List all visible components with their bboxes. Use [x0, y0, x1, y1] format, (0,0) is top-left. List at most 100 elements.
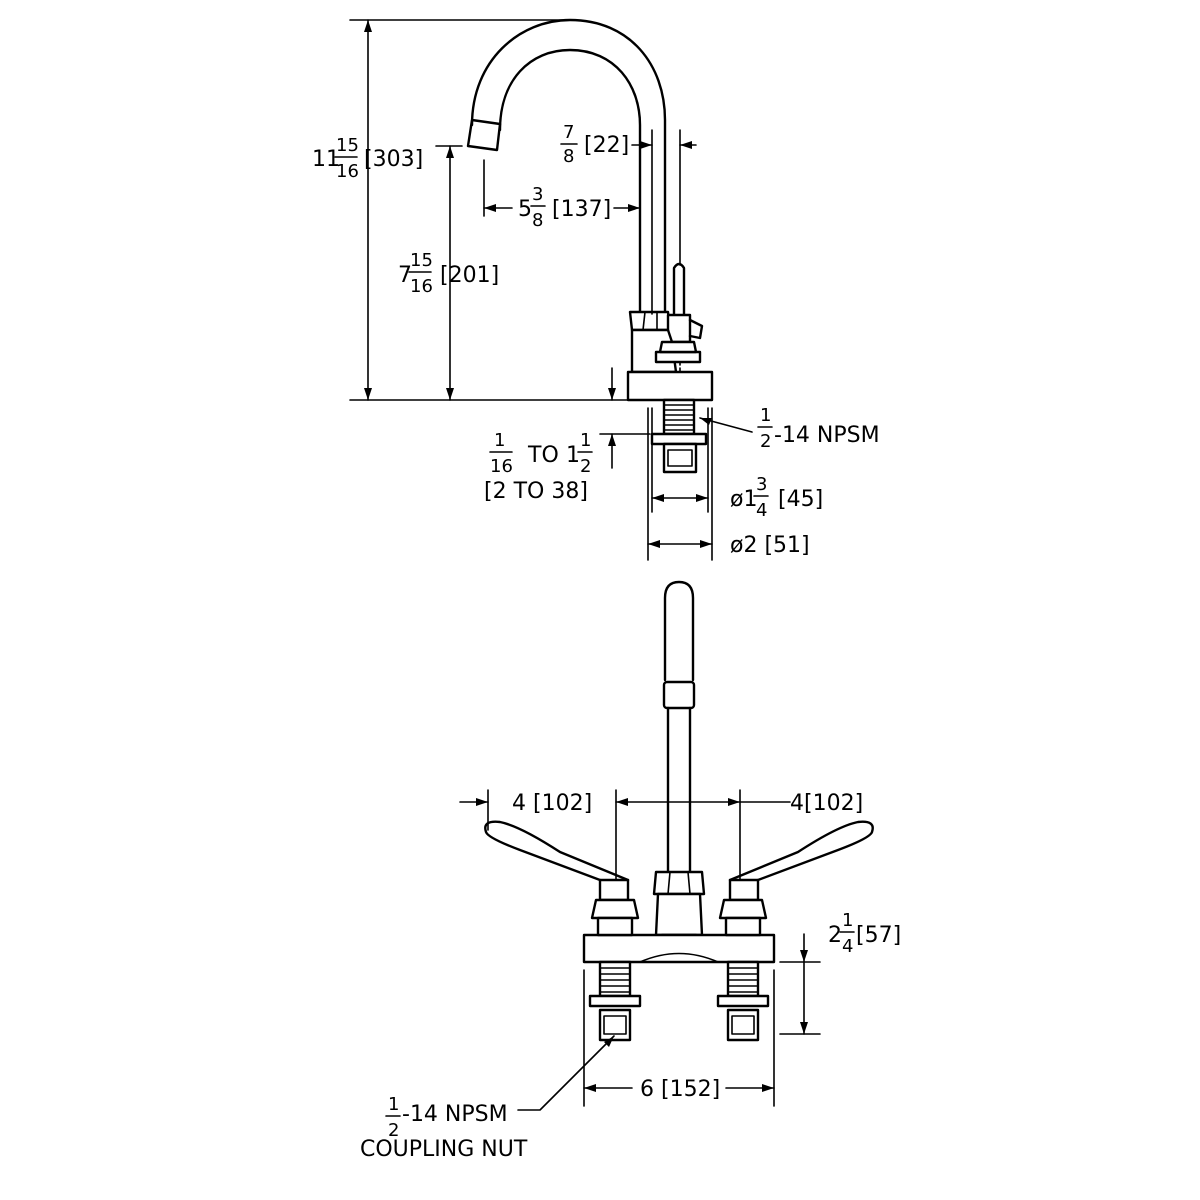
- front-spout-sleeve: [662, 680, 696, 710]
- spout-tip: [466, 118, 502, 152]
- thread-bottom-num: 1: [388, 1094, 399, 1115]
- coupling-nut-inner: [667, 449, 693, 467]
- dim-centers-label: 6 [152]: [640, 1077, 720, 1102]
- dim-reach-den: 8: [532, 210, 543, 231]
- arrow: [700, 418, 712, 425]
- right-handle: [728, 878, 760, 902]
- dim-spout-num: 15: [410, 250, 433, 271]
- right-shank-body: [726, 960, 760, 998]
- arrow: [608, 388, 616, 400]
- arrow: [680, 141, 692, 149]
- left-coupling-nut: [598, 1008, 632, 1042]
- stem-lever: [688, 318, 704, 340]
- left-shank-body: [598, 960, 632, 998]
- dim-dia-metric: [22]: [584, 133, 629, 158]
- nut-detail: [642, 311, 646, 331]
- dim-shank-whole: 2: [828, 923, 842, 948]
- arrow: [608, 434, 616, 446]
- left-coupling-nut-inner: [603, 1015, 627, 1035]
- front-view: [484, 580, 874, 1042]
- thread-top-den: 2: [760, 431, 771, 452]
- dim-left-handle-label: 4 [102]: [512, 791, 592, 816]
- bonnet: [654, 350, 702, 364]
- handle-rod: [672, 262, 686, 317]
- arrow: [364, 388, 372, 400]
- dia-inner-den: 4: [756, 500, 767, 521]
- dim-dia-num: 7: [563, 122, 574, 143]
- leader-coupling: [517, 1035, 615, 1111]
- arrow: [700, 540, 712, 548]
- dim-spout-metric: [201]: [440, 263, 499, 288]
- left-bonnet-base: [596, 916, 634, 937]
- dia-inner-metric: [45]: [778, 487, 823, 512]
- front-labels: 4 [102] 4[102] 2 1 4 [57] 6 [152] 1 2 -1…: [360, 791, 901, 1162]
- right-lock-washer: [716, 994, 770, 1008]
- coupling-nut: [662, 442, 698, 474]
- shank-threads: [662, 398, 696, 436]
- nut-detail: [687, 871, 691, 895]
- deck-den1: 16: [490, 456, 513, 477]
- deck-num1: 1: [494, 430, 505, 451]
- arrow: [476, 798, 488, 806]
- arrow: [762, 1084, 774, 1092]
- side-labels: 11 15 16 [303] 7 15 16 [201] 5 3 8 [137]…: [312, 122, 880, 558]
- right-bonnet: [718, 898, 768, 920]
- dim-dia-den: 8: [563, 146, 574, 167]
- arrow: [616, 798, 628, 806]
- deck-arch: [639, 952, 719, 963]
- body-nut: [628, 310, 672, 332]
- deck-num2: 1: [580, 430, 591, 451]
- dia-inner-num: 3: [756, 474, 767, 495]
- left-shank: [588, 960, 642, 1042]
- thread-top-num: 1: [760, 405, 771, 426]
- arrow: [696, 494, 708, 502]
- arrow: [800, 1022, 808, 1034]
- arrow: [364, 20, 372, 32]
- deck-plate: [582, 933, 776, 964]
- arrow: [484, 204, 496, 212]
- dim-right-handle-label: 4[102]: [790, 791, 863, 816]
- right-coupling-nut: [726, 1008, 760, 1042]
- dim-reach-num: 3: [532, 184, 543, 205]
- arrow: [800, 950, 808, 962]
- front-center-nut: [652, 870, 706, 896]
- thread-bottom-den: 2: [388, 1120, 399, 1141]
- right-coupling-nut-inner: [731, 1015, 755, 1035]
- nut-detail: [667, 871, 671, 895]
- arrow: [446, 146, 454, 158]
- arrow: [446, 388, 454, 400]
- bonnet-2: [658, 340, 698, 354]
- thread-bottom-line2: COUPLING NUT: [360, 1137, 528, 1162]
- left-bonnet: [590, 898, 640, 920]
- left-handle: [598, 878, 630, 902]
- arrow: [652, 494, 664, 502]
- right-bonnet-base: [724, 916, 762, 937]
- right-blade: [728, 820, 874, 882]
- dim-spout-whole: 7: [398, 263, 412, 288]
- dia-outer-label: ø2 [51]: [730, 533, 810, 558]
- arrow: [584, 1084, 596, 1092]
- left-lock-washer: [588, 994, 642, 1008]
- dim-shank-num: 1: [842, 910, 853, 931]
- deck-metric: [2 TO 38]: [484, 479, 588, 504]
- arrow: [640, 141, 652, 149]
- right-shank: [716, 960, 770, 1042]
- base-block: [626, 370, 714, 402]
- thread-top-rest: -14 NPSM: [774, 423, 880, 448]
- lock-washer: [650, 432, 708, 446]
- dim-overall-whole: 11: [312, 147, 340, 172]
- dim-overall-metric: [303]: [364, 147, 423, 172]
- arrow: [604, 1036, 614, 1047]
- thread-bottom-rest: -14 NPSM: [402, 1102, 508, 1127]
- spout-inner: [498, 48, 642, 314]
- front-dimension-lines: [459, 789, 821, 1111]
- dim-reach-metric: [137]: [552, 197, 611, 222]
- dim-overall-num: 15: [336, 135, 359, 156]
- dim-overall-den: 16: [336, 161, 359, 182]
- side-view: [466, 18, 714, 474]
- front-spout: [663, 580, 695, 682]
- deck-den2: 2: [580, 456, 591, 477]
- arrow: [648, 540, 660, 548]
